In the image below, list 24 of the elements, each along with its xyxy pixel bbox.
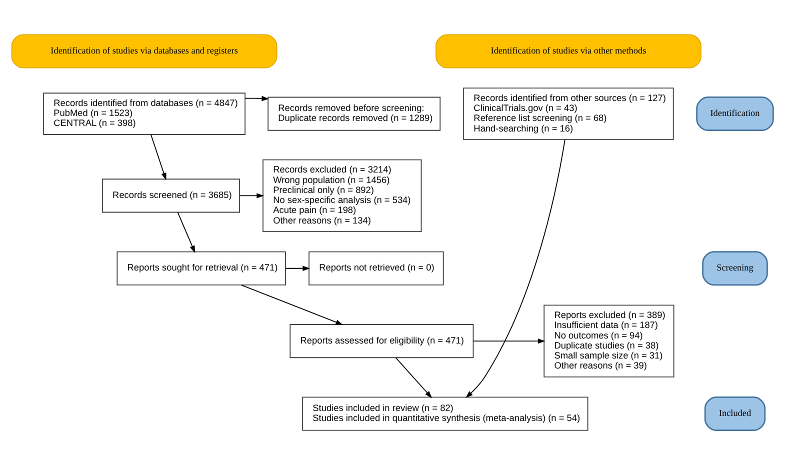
- node-box: Reports sought for retrieval (n = 471): [116, 251, 286, 286]
- node-box: Records excluded (n = 3214) Wrong population (n = 1456) Preclinical only (n = 892) No sex-specific analysis (n = 534) Acute pain (n = 198) Other reasons (n = 134): [262, 159, 422, 232]
- node-box: Records identified from databases (n = 4847) PubMed (n = 1523) CENTRAL (n = 398): [43, 92, 246, 135]
- arrow: [177, 212, 196, 254]
- node-box: Records identified from other sources (n = 127) ClinicalTrials.gov (n = 43) Reference list screening (n = 68) Hand-searching (n = 16): [463, 88, 674, 140]
- arrow: [244, 96, 270, 102]
- node-box: Identification: [696, 96, 774, 132]
- node-box: Reports assessed for eligibility (n = 471): [290, 324, 474, 358]
- node-box: Reports excluded (n = 389) Insufficient data (n = 187) No outcomes (n = 94) Duplicate studies (n = 38) Small sample size (n = 31) Other reasons (n = 39): [544, 304, 674, 378]
- node-box: Identification of studies via databases and registers: [11, 34, 278, 68]
- arrow: [150, 134, 166, 180]
- node-box: Included: [704, 396, 766, 431]
- node-box: Identification of studies via other methods: [436, 34, 702, 68]
- arrow: [240, 284, 344, 325]
- node-box: Reports not retrieved (n = 0): [308, 251, 444, 286]
- arrow: [473, 338, 546, 344]
- arrow: [395, 357, 432, 398]
- arrow: [285, 266, 310, 271]
- node-box: Screening: [702, 251, 768, 286]
- arrow: [239, 193, 264, 198]
- arrow: [466, 139, 566, 398]
- node-box: Records removed before screening: Duplicate records removed (n = 1289): [268, 96, 441, 131]
- node-box: Studies included in review (n = 82) Studies included in quantitative synthesis (meta-analysis) (n = 54): [302, 396, 588, 431]
- node-box: Records screened (n = 3685): [102, 178, 240, 213]
